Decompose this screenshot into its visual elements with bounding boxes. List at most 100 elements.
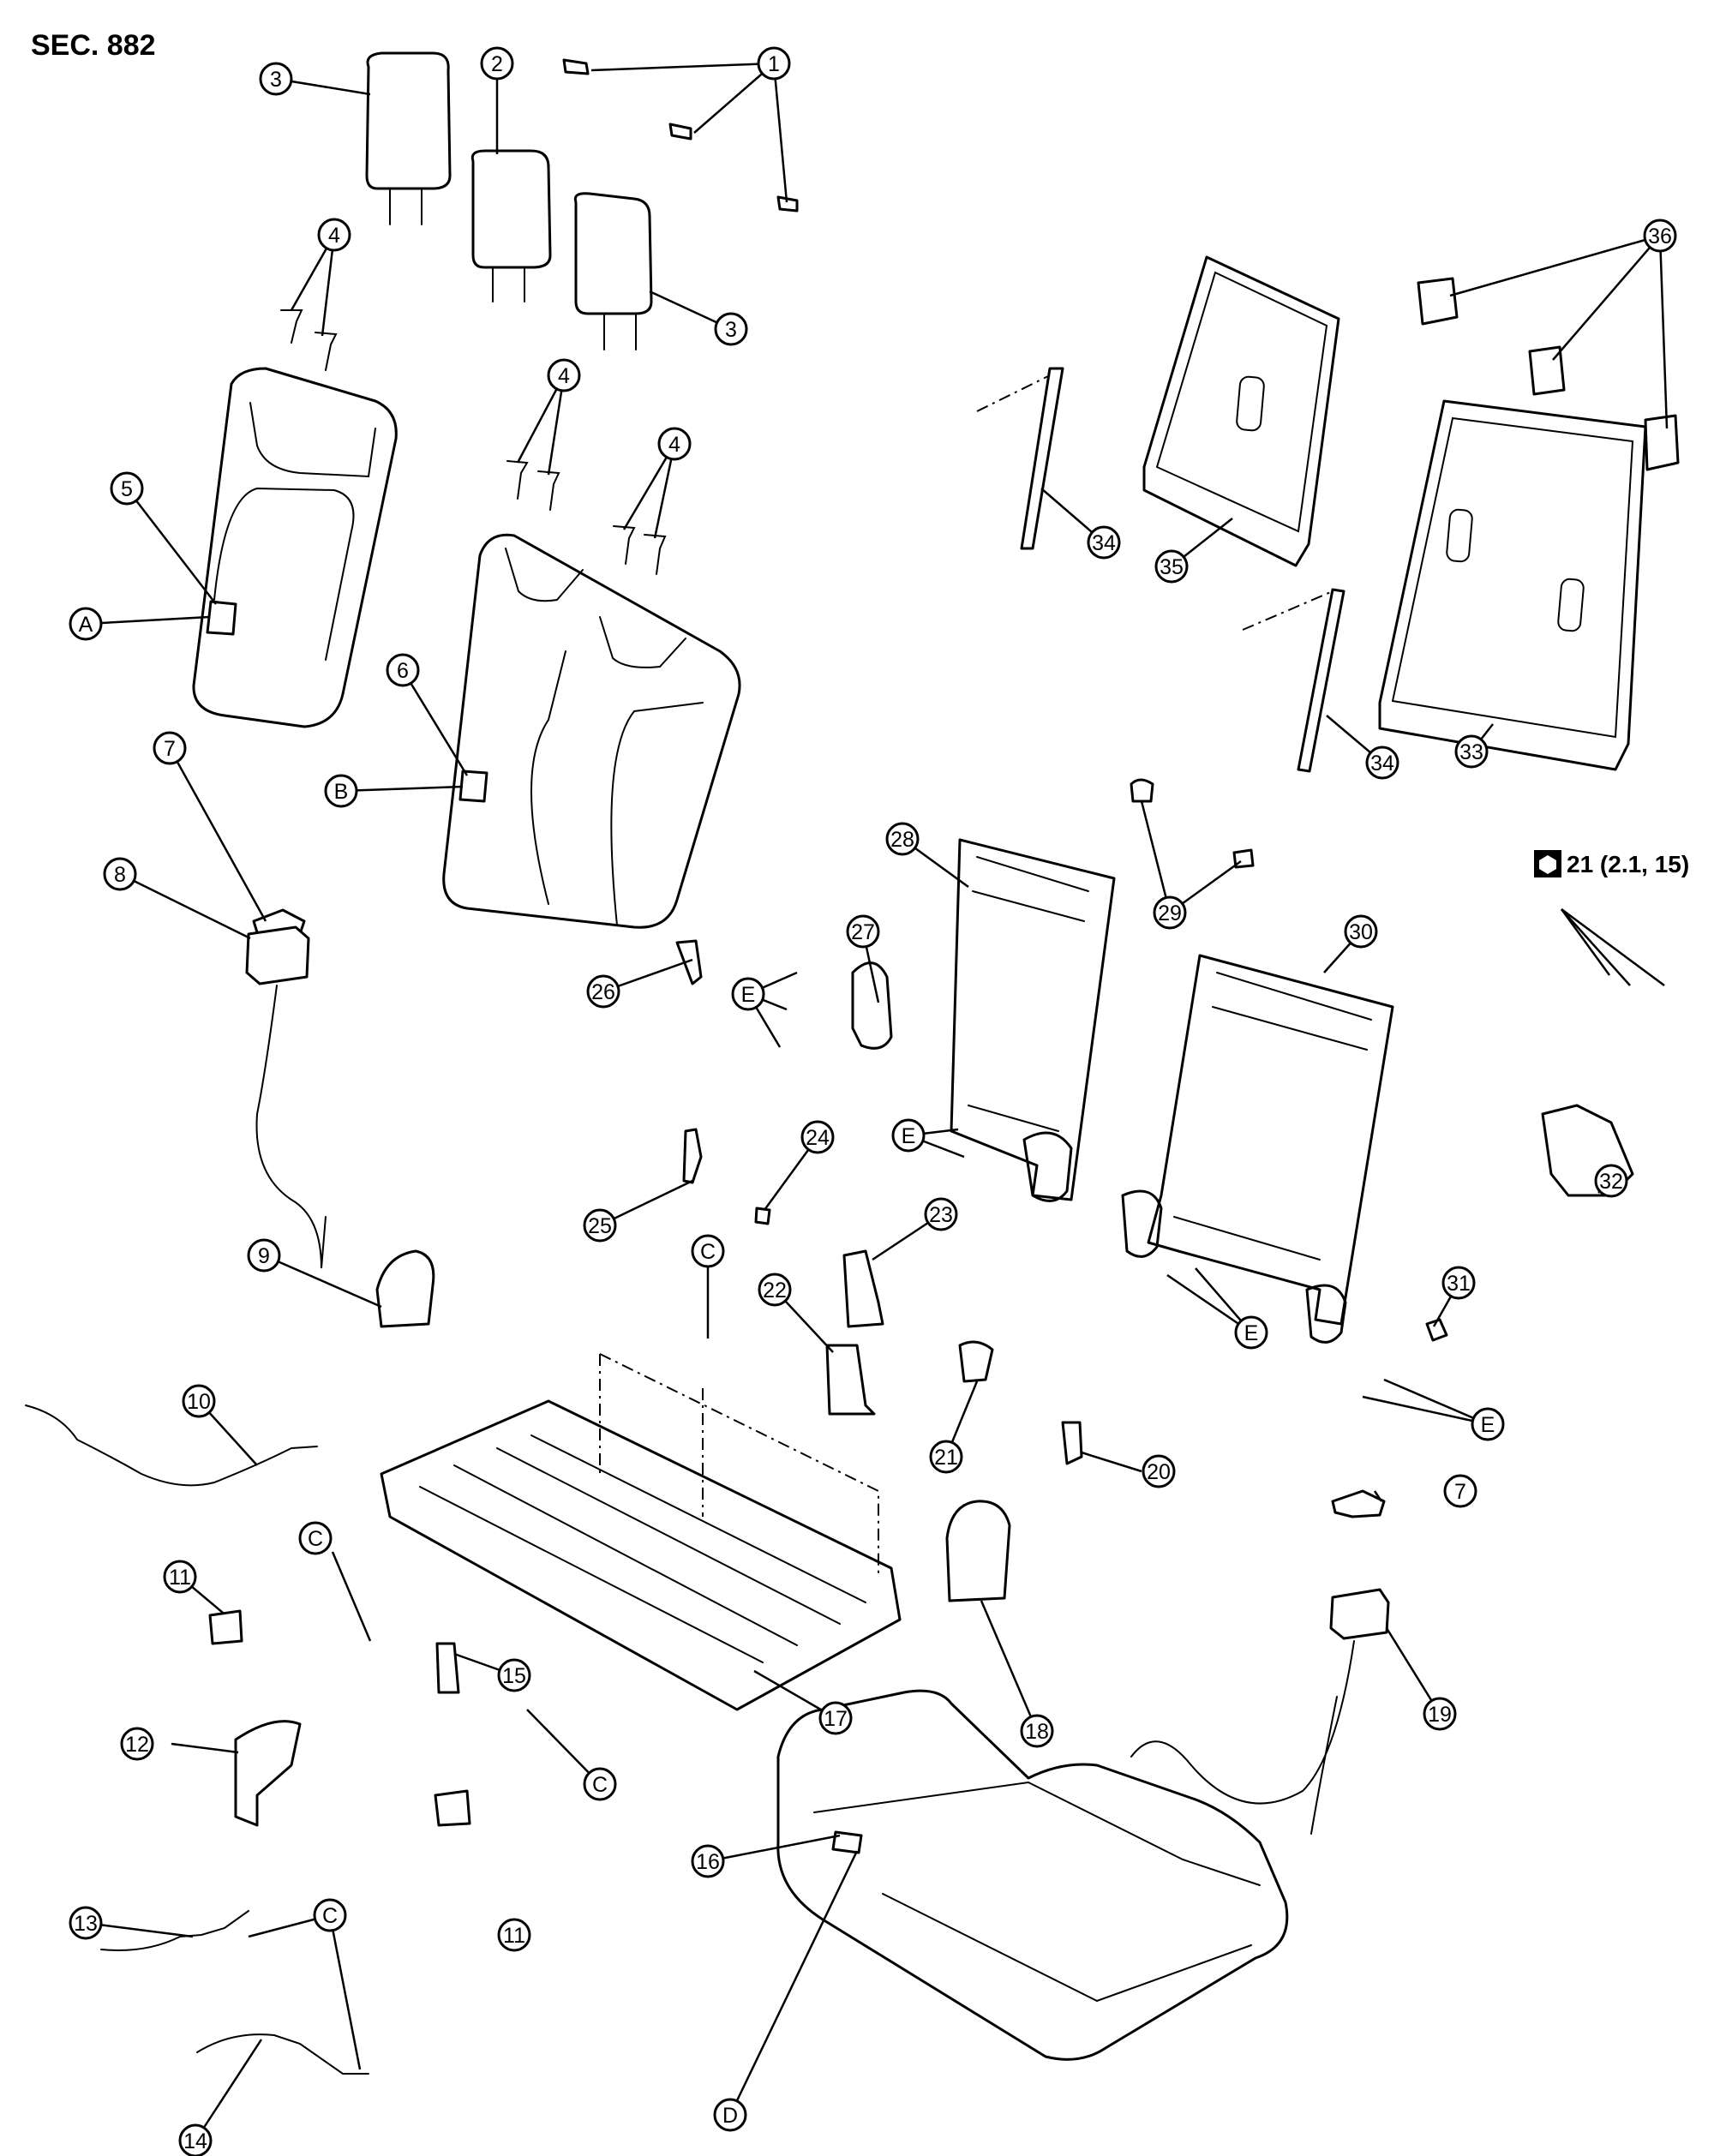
- harness-13: [100, 1910, 249, 1951]
- cover-11-lower: [434, 1789, 471, 1827]
- left-seatback: [192, 367, 398, 728]
- callout-E: E: [891, 1118, 926, 1153]
- callout-4: 4: [657, 427, 692, 461]
- callout-label: 7: [1454, 1480, 1466, 1504]
- callout-18: 18: [1020, 1714, 1054, 1748]
- callout-11: 11: [497, 1918, 531, 1952]
- cover-12: [234, 1720, 302, 1827]
- callout-8: 8: [103, 857, 137, 891]
- callout-E: E: [1471, 1407, 1505, 1441]
- bracket-23: [842, 1249, 884, 1328]
- clip-24: [754, 1207, 771, 1225]
- callout-22: 22: [758, 1273, 792, 1307]
- callout-label: A: [79, 613, 93, 637]
- hinge-20: [1061, 1421, 1083, 1465]
- callout-13: 13: [69, 1906, 103, 1940]
- callout-label: 16: [696, 1850, 720, 1874]
- callout-11: 11: [163, 1560, 197, 1594]
- seat-cover-18: [945, 1500, 1011, 1602]
- callout-9: 9: [247, 1238, 281, 1273]
- callout-label: 10: [187, 1390, 211, 1414]
- torque-spec: 21 (2.1, 15): [1534, 850, 1689, 877]
- cushion-frame-17: [380, 1353, 902, 1711]
- callout-label: 9: [258, 1244, 270, 1268]
- back-panel-33: [1378, 399, 1647, 771]
- callout-36: 36: [1643, 219, 1677, 253]
- seatbelt-buckle-19: [1130, 1588, 1390, 1835]
- callout-C: C: [313, 1898, 347, 1932]
- callout-label: 14: [183, 2129, 207, 2153]
- callout-15: 15: [497, 1658, 531, 1692]
- bracket-15: [435, 1642, 460, 1694]
- callout-33: 33: [1454, 734, 1489, 769]
- headrest-left: [365, 51, 452, 225]
- callout-34: 34: [1365, 746, 1399, 780]
- callout-7: 7: [153, 731, 187, 765]
- callout-label: C: [308, 1527, 323, 1551]
- belt-guide-7-right: [1331, 1489, 1386, 1518]
- callout-label: 20: [1147, 1460, 1171, 1484]
- callout-label: 3: [725, 318, 737, 342]
- callout-label: C: [700, 1240, 716, 1264]
- callout-label: 36: [1648, 225, 1672, 249]
- callout-label: 26: [591, 980, 615, 1004]
- callout-20: 20: [1142, 1454, 1176, 1488]
- wrench-torque-icon: [1534, 850, 1561, 877]
- callout-34: 34: [1087, 525, 1121, 560]
- callout-label: 12: [125, 1733, 149, 1757]
- callout-10: 10: [182, 1384, 216, 1418]
- callout-29: 29: [1153, 895, 1187, 930]
- bracket-22: [825, 1344, 876, 1416]
- callout-25: 25: [583, 1208, 617, 1243]
- callout-6: 6: [386, 653, 420, 687]
- callout-label: C: [592, 1773, 608, 1797]
- callout-label: 22: [763, 1279, 787, 1303]
- callout-5: 5: [110, 471, 144, 506]
- callout-label: E: [741, 983, 756, 1007]
- bracket-26: [675, 939, 703, 985]
- callout-label: 17: [824, 1707, 848, 1731]
- callout-30: 30: [1344, 914, 1378, 949]
- headrest-right: [573, 192, 653, 350]
- headrest-bushing-1: [562, 58, 799, 213]
- callout-23: 23: [924, 1197, 958, 1231]
- callout-label: 21: [934, 1446, 958, 1470]
- callout-label: 13: [74, 1912, 98, 1936]
- harness-10: [25, 1404, 318, 1487]
- callout-21: 21: [929, 1440, 963, 1474]
- back-panel-35: [1142, 255, 1340, 567]
- callout-label: 11: [169, 1566, 191, 1590]
- callout-A: A: [69, 607, 103, 641]
- cover-11-upper: [208, 1609, 243, 1645]
- callout-label: 29: [1158, 901, 1182, 925]
- hinge-21: [958, 1340, 994, 1383]
- callout-27: 27: [846, 914, 880, 949]
- callout-label: 27: [851, 920, 875, 944]
- callout-32: 32: [1594, 1164, 1628, 1198]
- callout-label: D: [722, 2104, 738, 2128]
- callout-label: 34: [1092, 531, 1116, 555]
- callout-label: 3: [270, 68, 282, 92]
- callout-label: 11: [503, 1924, 525, 1948]
- seat-cushion-16: [776, 1689, 1289, 2061]
- callout-label: 23: [929, 1203, 953, 1227]
- callout-label: 31: [1447, 1272, 1471, 1296]
- seatback-frame-28: [950, 838, 1116, 1202]
- callout-C: C: [691, 1234, 725, 1268]
- callout-17: 17: [818, 1701, 853, 1735]
- seatback-frame-30: [1121, 954, 1394, 1344]
- callout-label: 7: [164, 737, 176, 761]
- callout-label: C: [322, 1904, 338, 1928]
- callout-label: E: [902, 1124, 916, 1148]
- callout-label: 6: [397, 659, 409, 683]
- headrest-guides: [280, 309, 667, 575]
- callout-C: C: [298, 1521, 333, 1555]
- callout-4: 4: [317, 218, 351, 252]
- callout-label: E: [1481, 1413, 1495, 1437]
- callout-26: 26: [586, 974, 620, 1009]
- headrest-center: [470, 149, 552, 302]
- clip-31: [1425, 1318, 1448, 1342]
- callout-label: 35: [1160, 555, 1184, 579]
- clip-29-upper: [1130, 778, 1154, 803]
- bracket-25: [682, 1128, 703, 1184]
